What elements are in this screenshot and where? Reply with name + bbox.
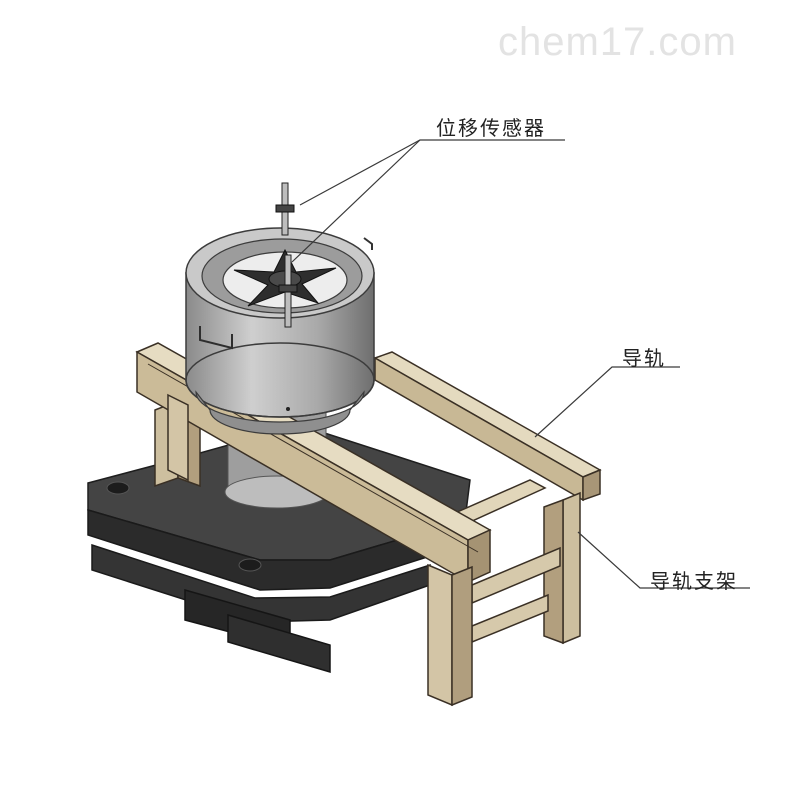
base-bolt-hole-left — [106, 481, 130, 495]
displacement-sensors — [275, 182, 298, 328]
base-bolt-hole-front — [238, 558, 262, 572]
front-leg-right — [427, 563, 453, 707]
front-leg-left — [167, 393, 189, 482]
rail-back-end — [582, 468, 601, 502]
rail-back — [373, 351, 602, 502]
drum-skirt — [195, 390, 365, 435]
leader-sensor-2 — [291, 139, 421, 263]
leader-sensor — [299, 139, 565, 206]
drum-pin — [286, 407, 290, 411]
base-foot-2 — [227, 613, 331, 674]
rail-support-front — [167, 393, 473, 707]
sensor-clamp-right — [278, 284, 298, 293]
drum-bottom-rim — [185, 342, 375, 418]
sensor-clamp-left — [275, 204, 295, 213]
leader-lines — [291, 139, 750, 589]
rear-leg-right — [562, 491, 581, 645]
test-drum — [185, 227, 375, 435]
drum-handle — [199, 326, 233, 350]
cross-brace-lower — [471, 593, 549, 644]
leader-rail-support — [577, 531, 750, 589]
leader-rail — [534, 366, 680, 438]
front-leg-right-face — [451, 565, 473, 707]
cross-braces — [453, 479, 561, 644]
label-guide-rail-support: 导轨支架 — [650, 569, 738, 593]
watermark: chem17.com — [498, 20, 737, 64]
rail-back-top — [373, 351, 602, 478]
drum-clip — [363, 237, 373, 250]
label-displacement-sensor: 位移传感器 — [436, 116, 546, 140]
label-guide-rail: 导轨 — [622, 346, 666, 370]
